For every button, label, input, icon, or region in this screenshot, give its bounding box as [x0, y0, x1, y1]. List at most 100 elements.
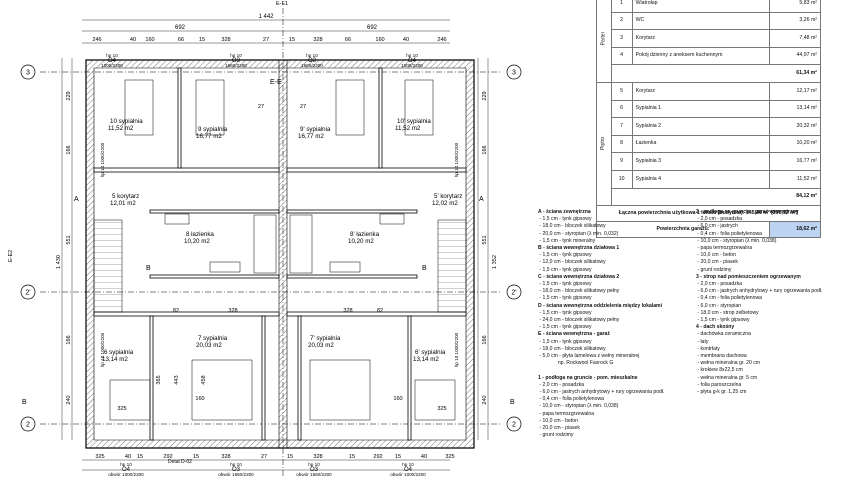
floor-sum: 84,12 m² [610, 187, 822, 207]
dim-top-value: 40 [403, 37, 409, 43]
legend-line: - 0,4 cm - folia polietylenowa [696, 230, 762, 237]
floor-label: Piętro [596, 81, 612, 207]
legend-line: - 1,5 cm - tynk gipsowy [538, 216, 592, 223]
room-name: Sypialnia 4 [631, 169, 771, 189]
room-label-10: 10 sypialnia [110, 118, 143, 125]
dim-total-width: 1 442 [258, 14, 274, 20]
dim-right-value: 551 [482, 235, 488, 244]
dim-right-value: 1 352 [492, 255, 498, 269]
legend-line: 4 - dach skośny [696, 324, 735, 331]
room-no: 3 [610, 29, 633, 48]
window-size-bottom: obwór 1000/2200 [390, 472, 426, 477]
axis-markers [20, 64, 522, 432]
dim-top-value: 328 [313, 37, 322, 43]
axis-2-right: 2 [512, 422, 516, 429]
section-mark-e: E-E [270, 79, 282, 86]
staircase-left [93, 219, 123, 313]
room-label-9: 9 sypialnia [198, 126, 228, 133]
window-code-bottom: O4 [404, 467, 413, 473]
dim-bottom-value: 328 [313, 454, 322, 460]
axis-2p-right: 2' [511, 290, 516, 297]
legend-line: - 0,4 cm - folia polietylenowa [538, 396, 604, 403]
dim-inner-value: 160 [393, 396, 402, 402]
section-mark-b-inner-left: B [146, 265, 151, 272]
legend-walls-floors: A - ściana zewnętrzna - 1,5 cm - tynk gi… [538, 209, 664, 440]
legend-line: 2 - podłoga na gruncie - garaż wewnętrzn… [696, 209, 799, 215]
legend-line: - 10,0 cm - styropian (λ min. 0,038) [538, 403, 619, 410]
dim-inner-value: 82 [173, 308, 179, 314]
dim-bottom-value: 15 [137, 454, 143, 460]
room-no: 5 [610, 81, 633, 101]
window-tag-top: hp 10 [230, 53, 242, 58]
room-area-9': 16,77 m2 [298, 133, 324, 140]
dim-left-value: 240 [66, 395, 72, 404]
legend-line: - 0,4 cm - folia polietylenowa [696, 295, 762, 302]
legend-line: - krokiew 8x22,5 cm [696, 367, 743, 374]
dim-inner-value: 328 [228, 308, 237, 314]
legend-line: - 1,5 cm - tynk gipsowy [538, 266, 592, 273]
window-size-bottom: obwór 1660/2200 [296, 472, 332, 477]
legend-line: 1 - podłoga na gruncie - pom. mieszkalne [538, 374, 638, 381]
legend-line: - 18,0 cm - strop żelbetowy [696, 309, 759, 316]
legend-line: - wełna mineralna gr. 5 cm [696, 374, 758, 381]
legend-line: E - ściana wewnętrzna - garaż [538, 331, 610, 338]
room-name: Sypialnia 1 [631, 99, 771, 119]
legend-line: - 1,5 cm - tynk gipsowy [538, 281, 592, 288]
legend-line: - 1,5 cm - tynk gipsowy [538, 324, 592, 331]
legend-line: - 2,0 cm - posadzka [538, 381, 585, 388]
window-size-top: 1000/2200 [401, 63, 423, 68]
dim-left-value: 166 [66, 335, 72, 344]
room-no: 2 [610, 11, 633, 31]
legend-line: - 18,0 cm - bloczek silikatowy pełny [538, 288, 620, 295]
window-code-top: O3 [232, 58, 241, 64]
room-no: 6 [610, 99, 633, 119]
legend-line: D - ściana wewnętrzna oddzielenia między… [538, 302, 662, 309]
dim-bottom-value: 325 [445, 454, 454, 460]
legend-line: - 20,0 cm - piasek [538, 425, 580, 432]
legend-line: - kontrłaty [696, 345, 720, 352]
room-name: Korytarz [631, 29, 771, 48]
legend-line: - 6,0 cm - jastrych anhydrytowy + rury o… [538, 389, 665, 396]
table-row: 84,12 m² [597, 187, 822, 207]
axis-2-left: 2 [26, 422, 30, 429]
legend-line: - 1,5 cm - tynk gipsowy [538, 309, 592, 316]
dim-bottom-value: 15 [287, 454, 293, 460]
room-area: 16,77 m² [769, 152, 821, 171]
legend-line: - 6,0 cm - jastrych [696, 223, 738, 230]
room-name: WC [631, 11, 771, 31]
room-area-6': 13,14 m2 [413, 356, 439, 363]
dim-bottom-value: 40 [125, 454, 131, 460]
dim-half-left: 692 [175, 25, 186, 31]
room-area-6: 13,14 m2 [102, 356, 128, 363]
bathroom-fixtures [164, 213, 405, 274]
room-area: 13,14 m² [769, 99, 821, 119]
dim-top-value: 246 [92, 37, 101, 43]
legend-line: A - ściana zewnętrzna [538, 209, 591, 215]
staircase-right [437, 219, 467, 313]
detail-tag: Detal D-02 [168, 459, 192, 465]
dim-inner-value: 328 [343, 308, 352, 314]
floor-sum: 61,34 m² [610, 64, 822, 83]
garage-area-label: Powierzchnia garażu: [596, 221, 770, 239]
room-label-8: 8 łazienka [186, 231, 214, 238]
dim-bottom-value: 292 [373, 454, 382, 460]
legend-line: - grunt rodzimy [696, 266, 732, 273]
legend-line: - grunt rodzimy [538, 432, 574, 439]
room-name: Korytarz [631, 81, 771, 101]
window-code-bottom: O4 [122, 467, 131, 473]
section-mark-b-right: B [510, 399, 515, 406]
legend-line: - 18,0 cm - bloczek silikatowy [538, 223, 606, 230]
room-label-6': 6' sypialnia [415, 349, 446, 356]
room-area-5: 12,01 m2 [110, 200, 136, 207]
window-size-top: 1660/2200 [225, 63, 247, 68]
window-tag-side-right: hp 10 1000/2200 [454, 332, 459, 367]
section-mark-b-inner-right: B [422, 265, 427, 272]
room-area-9: 16,77 m2 [196, 133, 222, 140]
legend-line: - 24,0 cm - bloczek silikatowy pełny [538, 317, 620, 324]
